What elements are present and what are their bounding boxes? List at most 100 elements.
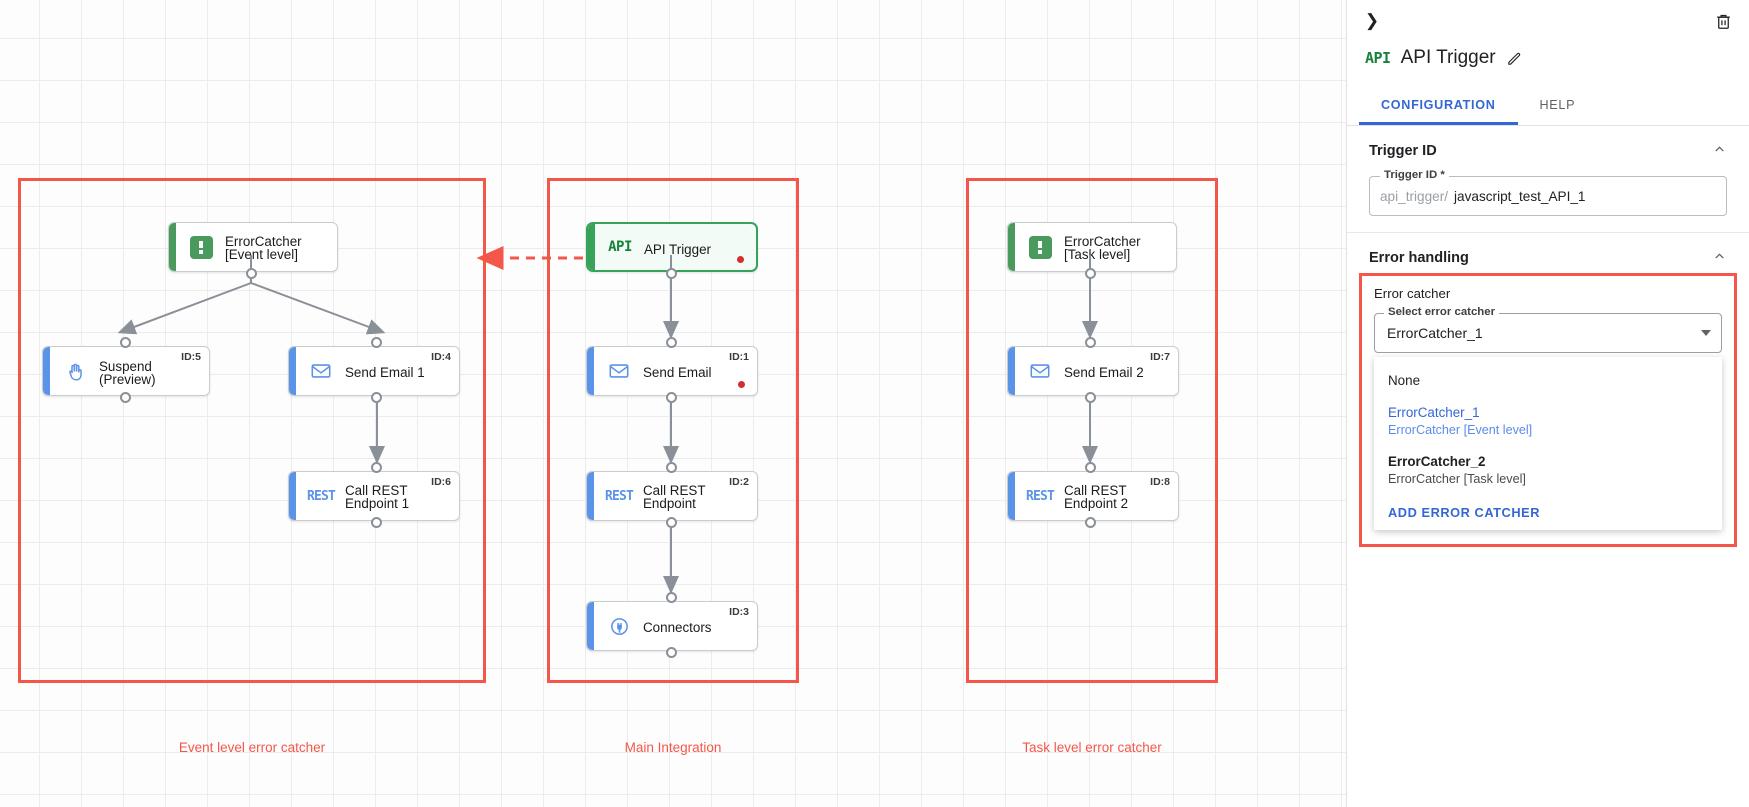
node-title: Connectors [643,620,712,635]
section-title: Error handling [1369,250,1469,266]
node-id-tag: ID:7 [1150,351,1170,363]
node-accent-bar [588,224,595,270]
properties-panel: ❯ API API Trigger CONFIGURATION HEL [1346,0,1749,807]
node-send-email-1[interactable]: Send Email 1 ID:4 [288,346,460,396]
error-catcher-highlight-region: Error catcher Select error catcher Error… [1359,273,1737,547]
port-out[interactable] [666,392,677,403]
workflow-canvas[interactable]: Event level error catcher ErrorCatcher [… [0,0,1346,807]
node-accent-bar [289,472,296,520]
group-label-main-integration: Main Integration [624,740,722,755]
section-title: Trigger ID [1369,143,1437,159]
section-divider [1347,232,1749,233]
tab-configuration[interactable]: CONFIGURATION [1359,90,1518,125]
port-out[interactable] [666,268,677,279]
port-out[interactable] [666,647,677,658]
node-errorcatcher-task-level[interactable]: ErrorCatcher [Task level] [1007,222,1177,272]
trigger-id-input[interactable]: Trigger ID * api_trigger/ javascript_tes… [1369,169,1727,216]
edit-icon[interactable] [1506,50,1523,67]
port-out[interactable] [120,392,131,403]
node-title: API Trigger [644,242,711,257]
node-title: Send Email 2 [1064,365,1144,380]
node-accent-bar [289,347,296,395]
node-title: Call REST Endpoint [643,483,706,512]
chevron-up-icon[interactable] [1712,142,1727,160]
option-primary-text: None [1388,373,1421,388]
node-accent-bar [1008,223,1015,271]
edge-layer [117,246,1098,594]
group-label-event-level: Event level error catcher [178,740,326,755]
port-out[interactable] [246,268,257,279]
node-accent-bar [43,347,50,395]
port-in[interactable] [666,592,677,603]
envelope-icon [606,358,632,384]
node-errorcatcher-event-level[interactable]: ErrorCatcher [Event level] [168,222,338,272]
page-title: API Trigger [1400,47,1496,68]
node-id-tag: ID:5 [181,351,201,363]
add-error-catcher-button[interactable]: ADD ERROR CATCHER [1388,505,1541,520]
error-indicator-dot [737,256,744,263]
rest-icon: REST [306,488,336,504]
node-title: Send Email [643,365,712,380]
panel-title-row: API API Trigger [1347,42,1749,74]
chevron-up-icon[interactable] [1712,249,1727,267]
section-header-error-handling[interactable]: Error handling [1347,233,1749,273]
option-primary-text: ErrorCatcher_2 [1388,454,1486,469]
node-accent-bar [587,347,594,395]
node-id-tag: ID:6 [431,476,451,488]
node-id-tag: ID:4 [431,351,451,363]
port-in[interactable] [666,462,677,473]
rest-icon: REST [604,488,634,504]
port-out[interactable] [1085,517,1096,528]
panel-tabs: CONFIGURATION HELP [1347,90,1749,126]
envelope-icon [1027,358,1053,384]
node-title: ErrorCatcher [Event level] [225,234,302,263]
option-secondary-text: ErrorCatcher [Task level] [1388,472,1526,486]
api-icon: API [608,239,632,255]
node-title: Call REST Endpoint 2 [1064,483,1129,512]
port-out[interactable] [371,517,382,528]
select-error-catcher[interactable]: Select error catcher ErrorCatcher_1 [1374,306,1722,353]
node-title: Call REST Endpoint 1 [345,483,410,512]
port-in[interactable] [1085,337,1096,348]
dropdown-option-errorcatcher-1[interactable]: ErrorCatcher_1 ErrorCatcher [Event level… [1374,397,1722,446]
dropdown-option-none[interactable]: None [1374,365,1722,397]
collapse-panel-icon[interactable]: ❯ [1364,11,1380,30]
node-connectors[interactable]: Connectors ID:3 [586,601,758,651]
delete-icon[interactable] [1711,9,1735,33]
option-primary-text: ErrorCatcher_1 [1388,405,1480,420]
select-error-catcher-label: Select error catcher [1384,306,1500,318]
dropdown-option-errorcatcher-2[interactable]: ErrorCatcher_2 ErrorCatcher [Task level] [1374,446,1722,495]
option-secondary-text: ErrorCatcher [Event level] [1388,423,1533,437]
rest-icon: REST [1025,488,1055,504]
port-out[interactable] [1085,392,1096,403]
tab-help[interactable]: HELP [1539,98,1576,112]
node-accent-bar [587,472,594,520]
port-in[interactable] [666,337,677,348]
port-out[interactable] [666,517,677,528]
node-send-email[interactable]: Send Email ID:1 [586,346,758,396]
group-event-level-error-catcher[interactable] [18,178,486,683]
hand-icon [62,358,88,384]
node-accent-bar [587,602,594,650]
node-accent-bar [1008,472,1015,520]
chevron-down-icon[interactable] [1701,330,1711,336]
port-out[interactable] [371,392,382,403]
node-id-tag: ID:1 [729,351,749,363]
port-in[interactable] [371,462,382,473]
port-in[interactable] [371,337,382,348]
error-indicator-dot [738,381,745,388]
group-main-integration[interactable] [547,178,799,683]
error-catcher-dropdown-menu: None ErrorCatcher_1 ErrorCatcher [Event … [1374,357,1722,530]
error-catcher-icon [188,234,214,260]
trigger-id-value: javascript_test_API_1 [1454,188,1586,204]
node-send-email-2[interactable]: Send Email 2 ID:7 [1007,346,1179,396]
panel-topbar: ❯ [1347,0,1749,42]
node-title: ErrorCatcher [Task level] [1064,234,1141,263]
port-in[interactable] [120,337,131,348]
port-in[interactable] [1085,462,1096,473]
section-header-trigger-id[interactable]: Trigger ID [1347,126,1749,166]
port-out[interactable] [1085,268,1096,279]
api-icon: API [1365,49,1391,67]
group-task-level-error-catcher[interactable] [966,178,1218,683]
